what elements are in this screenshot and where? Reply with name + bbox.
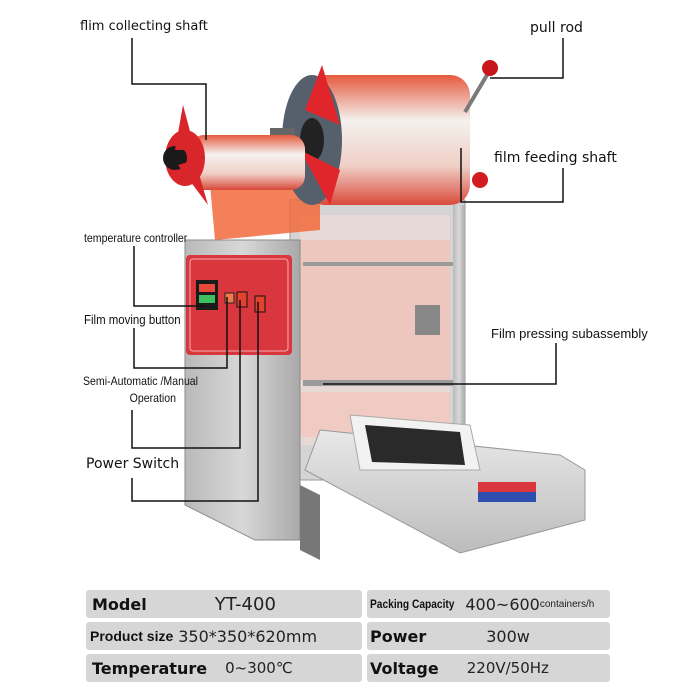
callout-semi-automatic-line2: Operation	[129, 391, 177, 405]
spec-row-voltage: Voltage 220V/50Hz	[367, 654, 610, 682]
power-switch	[254, 295, 266, 313]
pull-rod	[463, 68, 492, 114]
callout-semi-automatic-manual: Semi-Automatic /Manual Operation	[83, 373, 198, 407]
callout-pull-rod: pull rod	[530, 20, 583, 36]
callout-semi-automatic-line1: Semi-Automatic /Manual	[83, 374, 199, 388]
mode-switch	[236, 291, 248, 308]
sealing-machine-illustration	[131, 38, 586, 560]
spec-key-power: Power	[370, 626, 427, 646]
pull-rod-knob	[482, 60, 498, 76]
callout-power-switch: Power Switch	[86, 456, 180, 472]
spec-value-power: 300w	[486, 626, 530, 646]
callout-film-pressing-subassembly: Film pressing subassembly	[491, 326, 648, 341]
film-collecting-roll	[190, 135, 305, 190]
spec-value-voltage: 220V/50Hz	[466, 659, 549, 677]
film-feeding-roll	[305, 75, 470, 205]
spec-row-temperature: Temperature 0~300℃	[86, 654, 362, 682]
spec-key-product-size: Product size	[90, 628, 174, 644]
film-moving-button	[224, 292, 235, 304]
spec-row-product-size: Product size 350*350*620mm	[86, 622, 362, 650]
callout-film-feeding-shaft: film feeding shaft	[494, 150, 617, 166]
callout-film-collecting-shaft: flim collecting shaft	[80, 19, 208, 34]
leader-lines	[131, 38, 564, 502]
spec-unit-packing-capacity: containers/h	[539, 598, 595, 610]
callout-film-moving-button: Film moving button	[84, 312, 181, 327]
spec-row-power: Power 300w	[367, 622, 610, 650]
spec-value-packing-capacity: 400~600	[465, 594, 540, 614]
spec-value-model: YT-400	[214, 593, 276, 615]
spec-key-temperature: Temperature	[92, 658, 208, 678]
spec-value-temperature: 0~300℃	[225, 659, 293, 677]
spec-value-product-size: 350*350*620mm	[178, 626, 318, 646]
spec-row-packing-capacity: Packing Capacity 400~600 containers/h	[367, 590, 610, 618]
spec-row-model: Model YT-400	[86, 590, 362, 618]
callout-temperature-controller: temperature controller	[84, 231, 188, 245]
spec-key-model: Model	[92, 594, 147, 614]
spec-key-voltage: Voltage	[370, 658, 439, 678]
spec-key-packing-capacity: Packing Capacity	[370, 597, 455, 611]
